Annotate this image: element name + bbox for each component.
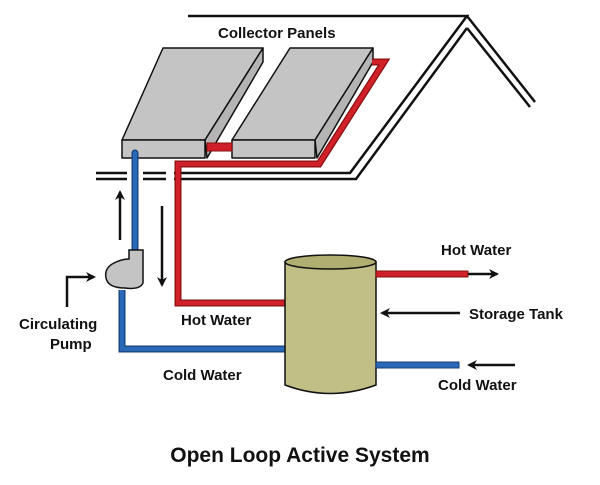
label-circulating: Circulating [19, 316, 97, 333]
label-hot-water-to-tank: Hot Water [181, 312, 251, 329]
collector-panel-1 [121, 47, 264, 159]
panel-1-front [121, 139, 206, 159]
circulating-pump [104, 249, 144, 290]
cold-water-in-pipe [375, 361, 460, 369]
hot-water-out-pipe [375, 270, 469, 278]
panel-2-side [314, 47, 374, 159]
roof-outer-line [96, 14, 470, 175]
pump-pointer-arrow [65, 272, 96, 307]
panel-1-side [204, 47, 264, 159]
pump-body [104, 249, 144, 290]
storage-tank [284, 254, 377, 395]
label-hot-water-out: Hot Water [441, 242, 511, 259]
label-cold-water-in: Cold Water [438, 377, 517, 394]
label-collector-panels: Collector Panels [218, 25, 336, 42]
tank-top [284, 254, 377, 270]
hot-water-pipe-fill [175, 59, 389, 306]
collector-panel-2 [231, 47, 374, 159]
roof-inner-line [96, 27, 469, 181]
eave-gap-red [166, 170, 174, 182]
tank-body [284, 261, 377, 395]
diagram-title: Open Loop Active System [170, 444, 429, 467]
panel-2-front [231, 139, 316, 159]
roof-right-outer [466, 15, 536, 103]
label-storage-tank: Storage Tank [469, 306, 564, 323]
cold-water-pipe-fill [119, 290, 285, 352]
roof [96, 14, 536, 181]
label-pump: Pump [50, 336, 92, 353]
roof-right-inner [466, 27, 531, 108]
panel-connector-pipe [206, 142, 233, 152]
label-cold-water-from-tank: Cold Water [163, 367, 242, 384]
